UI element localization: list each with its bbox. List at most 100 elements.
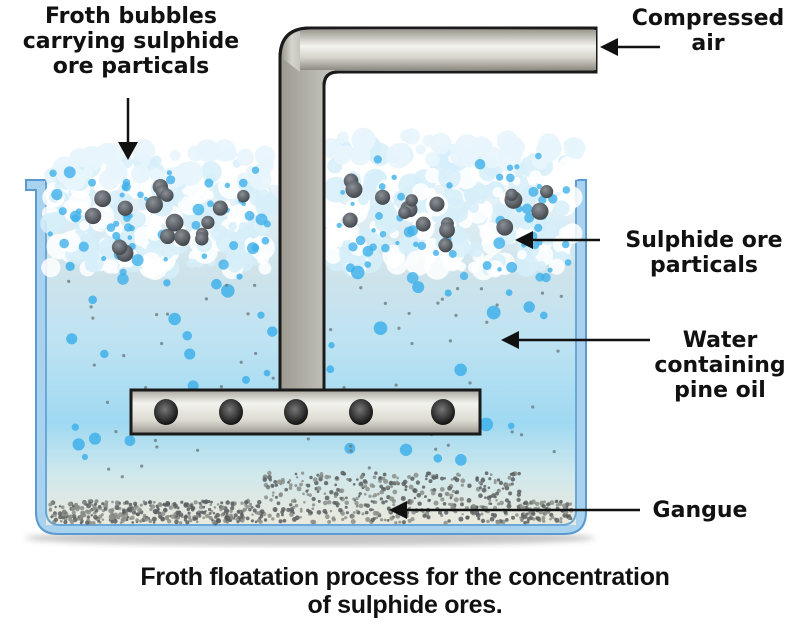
gangue-particle [257, 499, 262, 505]
label-line: Compressed [631, 6, 785, 31]
froth-bubble [201, 147, 213, 158]
gangue-particle [344, 500, 350, 506]
gangue-particle [311, 507, 315, 511]
gangue-particle [449, 496, 453, 500]
gangue-particle [208, 515, 211, 519]
froth-bubble [256, 252, 270, 265]
gangue-particle [495, 491, 499, 496]
gangue-particle [449, 502, 454, 507]
gangue-particle [549, 500, 555, 506]
gangue-particle [517, 471, 521, 476]
gangue-particle [201, 500, 206, 504]
gangue-particle [489, 502, 493, 506]
suspended-particle [155, 313, 159, 317]
air-bubble [88, 295, 98, 305]
gangue-particle [382, 472, 387, 477]
gangue-particle [370, 517, 375, 523]
suspended-particle [436, 301, 440, 305]
suspended-particle [434, 447, 438, 451]
froth-bubble [403, 128, 420, 145]
label-arrows [118, 38, 660, 519]
froth-bubble [169, 150, 181, 162]
gangue-particle [422, 513, 427, 518]
suspended-particle [253, 283, 257, 287]
gangue-particle [152, 500, 156, 504]
froth-bubble [357, 194, 369, 206]
froth-bubble [425, 167, 441, 184]
air-bubble [479, 417, 494, 432]
air-bubble [66, 333, 78, 345]
gangue-particle [323, 480, 329, 486]
gangue-particle [541, 516, 546, 520]
gangue-particle [525, 512, 529, 516]
froth-bubble [517, 249, 527, 260]
gangue-particle [329, 489, 334, 495]
gangue-particle [466, 515, 470, 520]
gangue-particle [82, 500, 87, 505]
gangue-particle [409, 499, 414, 504]
gangue-particle [71, 510, 76, 515]
sulphide-ore-particle [505, 188, 518, 201]
froth-bubble [247, 242, 259, 255]
gangue-particle [97, 519, 101, 523]
gangue-particle [363, 503, 368, 507]
suspended-particle [446, 443, 450, 447]
air-bubble [236, 273, 243, 280]
gangue-particle [408, 506, 412, 509]
gangue-particle [187, 511, 191, 515]
gangue-particle [120, 519, 125, 523]
froth-bubble [82, 167, 94, 179]
froth-bubble [201, 253, 208, 259]
gangue-particle [117, 512, 123, 518]
gangue-particle [352, 482, 356, 486]
gangue-particle [489, 473, 493, 477]
gangue-particle [162, 507, 168, 513]
gangue-particle [428, 498, 431, 502]
gangue-particle [157, 502, 163, 507]
gangue-particle [160, 511, 166, 516]
gangue-particle [122, 509, 127, 514]
gangue-particle [329, 509, 333, 513]
gangue-particle [327, 500, 332, 505]
gangue-particle [336, 487, 341, 492]
distributor-hole [349, 399, 373, 425]
sulphide-ore-particle [111, 239, 128, 256]
gangue-particle [504, 482, 509, 487]
sulphide-ore-particle [160, 228, 176, 245]
gangue-particle [388, 480, 394, 486]
gangue-particle [488, 477, 492, 481]
gangue-particle [202, 505, 206, 509]
gangue-particle [379, 489, 385, 495]
froth-bubble [348, 242, 358, 252]
froth-bubble [405, 250, 431, 276]
gangue-particle [271, 494, 275, 497]
gangue-particle [270, 483, 275, 488]
gangue-particle [318, 477, 323, 482]
gangue-particle [144, 517, 149, 522]
gangue-particle [410, 517, 415, 522]
gangue-particle [467, 483, 472, 488]
gangue-particle [352, 497, 356, 501]
gangue-particle [341, 517, 345, 521]
gangue-particle [451, 489, 455, 493]
label-line: containing [654, 353, 786, 378]
gangue-particle [311, 496, 316, 502]
suspended-particle [165, 312, 170, 316]
gangue-particle [316, 486, 322, 491]
gangue-particle [400, 495, 406, 501]
air-bubble [373, 321, 388, 336]
gangue-particle [508, 491, 513, 496]
froth-bubble [364, 261, 372, 268]
gangue-particle [567, 517, 571, 520]
gangue-particle [168, 505, 174, 510]
gangue-particle [355, 496, 359, 501]
suspended-particle [254, 351, 258, 356]
froth-bubble [228, 221, 238, 231]
suspended-particle [349, 449, 353, 453]
air-bubble [221, 284, 235, 298]
gangue-particle [402, 479, 408, 485]
gangue-particle [258, 519, 263, 524]
gangue-particle [220, 501, 224, 505]
gangue-particle [507, 475, 512, 480]
gangue-particle [323, 492, 327, 495]
